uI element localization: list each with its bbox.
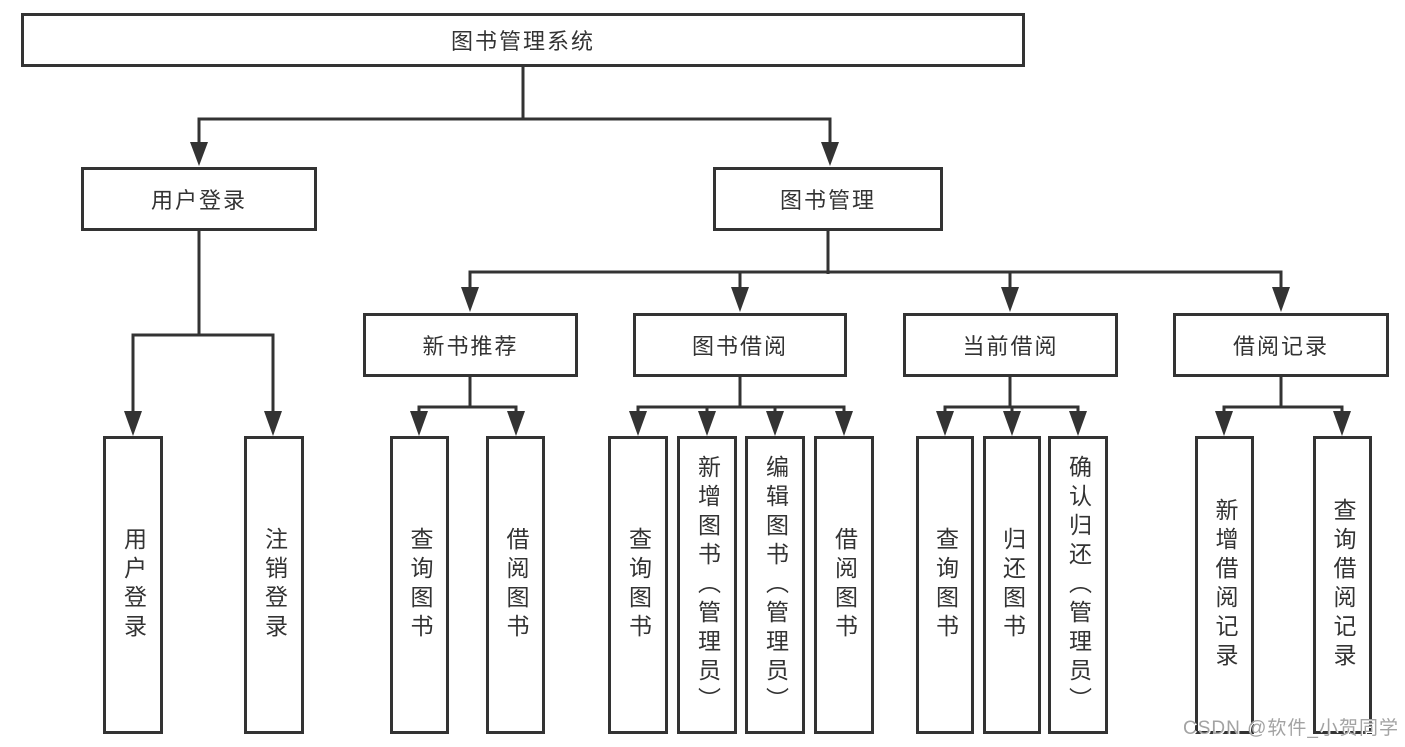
leaf-borrow-books-borrowing: 借阅图书 bbox=[814, 436, 874, 734]
node-new-book-recommend: 新书推荐 bbox=[363, 313, 578, 377]
leaf-query-books-borrowing: 查询图书 bbox=[608, 436, 668, 734]
leaf-edit-books-admin-label: 编辑图书（管理员） bbox=[762, 454, 789, 716]
leaf-query-books-borrowing-label: 查询图书 bbox=[625, 527, 652, 643]
node-book-management-label: 图书管理 bbox=[779, 188, 876, 213]
connector-records-bracket bbox=[1222, 405, 1344, 420]
leaf-query-borrow-record-label: 查询借阅记录 bbox=[1330, 498, 1356, 672]
node-current-borrowing-label: 当前借阅 bbox=[962, 334, 1059, 359]
arrow-down-icon bbox=[1069, 411, 1087, 436]
node-user-login: 用户登录 bbox=[81, 167, 317, 231]
leaf-user-login-label: 用户登录 bbox=[120, 527, 147, 643]
leaf-borrow-books-recommend: 借阅图书 bbox=[486, 436, 545, 734]
node-new-book-recommend-label: 新书推荐 bbox=[422, 334, 519, 359]
arrow-down-icon bbox=[821, 142, 839, 166]
connector-level3-bracket bbox=[468, 270, 1283, 293]
leaf-borrow-books-recommend-label: 借阅图书 bbox=[503, 527, 529, 643]
leaf-add-books-admin: 新增图书（管理员） bbox=[677, 436, 737, 734]
connector-borrowing-bracket bbox=[636, 405, 846, 420]
arrow-down-icon bbox=[766, 411, 784, 436]
arrow-down-icon bbox=[410, 411, 428, 436]
leaf-logout: 注销登录 bbox=[244, 436, 304, 734]
leaf-edit-books-admin: 编辑图书（管理员） bbox=[745, 436, 805, 734]
arrow-down-icon bbox=[1272, 287, 1290, 312]
leaf-confirm-return-admin: 确认归还（管理员） bbox=[1048, 436, 1108, 734]
leaf-borrow-books-borrowing-label: 借阅图书 bbox=[831, 527, 858, 643]
leaf-query-borrow-record: 查询借阅记录 bbox=[1313, 436, 1372, 734]
leaf-confirm-return-admin-label: 确认归还（管理员） bbox=[1065, 454, 1092, 716]
leaf-query-books-recommend-label: 查询图书 bbox=[407, 527, 433, 643]
node-current-borrowing: 当前借阅 bbox=[903, 313, 1118, 377]
arrow-down-icon bbox=[698, 411, 716, 436]
leaf-add-books-admin-label: 新增图书（管理员） bbox=[694, 454, 721, 716]
arrow-down-icon bbox=[190, 142, 208, 166]
arrow-down-icon bbox=[629, 411, 647, 436]
node-root: 图书管理系统 bbox=[21, 13, 1025, 67]
arrow-down-icon bbox=[461, 287, 479, 312]
arrow-down-icon bbox=[1003, 411, 1021, 436]
leaf-user-login: 用户登录 bbox=[103, 436, 163, 734]
arrow-down-icon bbox=[731, 287, 749, 312]
arrow-down-icon bbox=[1333, 411, 1351, 436]
leaf-return-books: 归还图书 bbox=[983, 436, 1041, 734]
watermark: CSDN @软件_小贺同学 bbox=[1183, 718, 1399, 739]
arrow-down-icon bbox=[835, 411, 853, 436]
connector-level2-bracket bbox=[197, 117, 832, 147]
leaf-return-books-label: 归还图书 bbox=[999, 527, 1026, 643]
connector-user-login-bracket bbox=[131, 333, 275, 418]
node-book-borrowing: 图书借阅 bbox=[633, 313, 847, 377]
arrow-down-icon bbox=[936, 411, 954, 436]
leaf-add-borrow-record: 新增借阅记录 bbox=[1195, 436, 1254, 734]
node-book-borrowing-label: 图书借阅 bbox=[691, 334, 788, 359]
connector-recommend-bracket bbox=[417, 405, 518, 420]
node-book-management: 图书管理 bbox=[713, 167, 943, 231]
leaf-query-books-recommend: 查询图书 bbox=[390, 436, 449, 734]
arrow-down-icon bbox=[507, 411, 525, 436]
leaf-add-borrow-record-label: 新增借阅记录 bbox=[1212, 498, 1238, 672]
leaf-query-books-current-label: 查询图书 bbox=[932, 527, 959, 643]
node-user-login-label: 用户登录 bbox=[150, 188, 247, 213]
node-borrowing-records-label: 借阅记录 bbox=[1232, 334, 1329, 359]
arrow-down-icon bbox=[264, 411, 282, 436]
arrow-down-icon bbox=[1215, 411, 1233, 436]
leaf-logout-label: 注销登录 bbox=[261, 527, 288, 643]
arrow-down-icon bbox=[124, 411, 142, 436]
node-borrowing-records: 借阅记录 bbox=[1173, 313, 1389, 377]
arrow-down-icon bbox=[1001, 287, 1019, 312]
leaf-query-books-current: 查询图书 bbox=[916, 436, 974, 734]
node-root-label: 图书管理系统 bbox=[450, 29, 595, 54]
